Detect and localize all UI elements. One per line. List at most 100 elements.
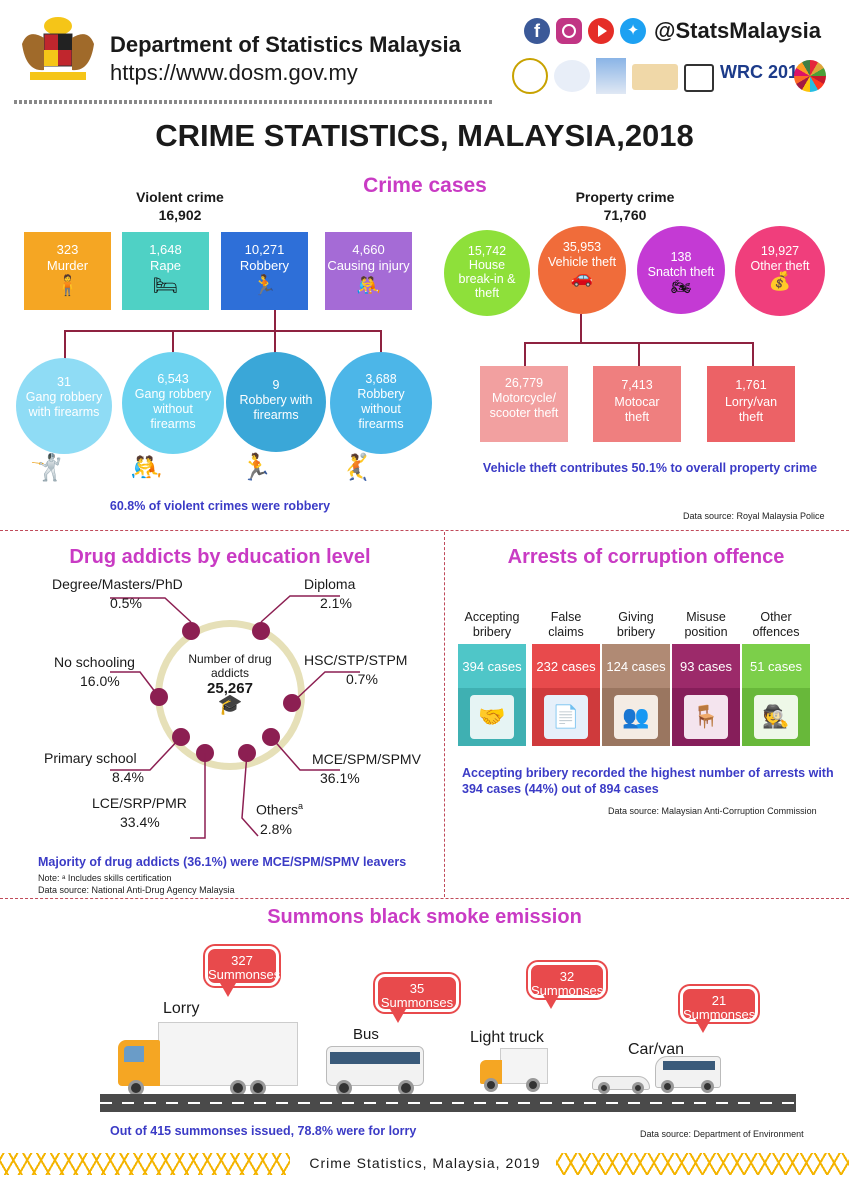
summons-unit: Summonses: [683, 1007, 756, 1022]
robbery-type-label: Gang robbery with firearms: [25, 390, 103, 419]
robbery-type-label: Gang robbery without firearms: [134, 387, 212, 431]
facebook-icon[interactable]: f: [524, 18, 550, 44]
violent-murder-box: 323 Murder 🧍: [24, 232, 111, 310]
robbery-connector-bar: [64, 330, 380, 332]
robbery-type-circle: 6,543 Gang robbery without firearms: [122, 352, 224, 454]
isi-logo: [596, 58, 626, 94]
org-name: Department of Statistics Malaysia: [110, 32, 461, 57]
gang-robbery-icon: 🤺: [30, 452, 65, 482]
road: [100, 1094, 796, 1112]
footer-pattern-right: [556, 1153, 849, 1175]
corruption-label: Misuse position: [684, 610, 728, 639]
corruption-column: Giving bribery 124 cases 👥: [602, 610, 670, 746]
corruption-value: 232 cases: [532, 644, 600, 688]
corruption-value: 93 cases: [672, 644, 740, 688]
drug-source: Data source: National Anti-Drug Agency M…: [38, 885, 235, 895]
edu-level-pct: 8.4%: [112, 769, 144, 785]
crime-cases-heading: Crime cases: [363, 174, 487, 197]
violent-injury-box: 4,660 Causing injury 🤼: [325, 232, 412, 310]
gang-robbery-icon: 🤼: [130, 452, 165, 482]
vehicle-connector-drop-1: [524, 342, 526, 368]
instagram-icon[interactable]: [556, 18, 582, 44]
corruption-source: Data source: Malaysian Anti-Corruption C…: [608, 806, 817, 816]
social-icons: f ✦: [524, 18, 646, 44]
violent-crime-label: Violent crime: [136, 189, 224, 205]
census-logo: [632, 64, 678, 90]
summons-unit: Summonses: [208, 967, 281, 982]
robbery-icon: 🏃: [240, 452, 275, 482]
robbery-figures-icons: 🤺 🤼 🏃 🤾: [30, 452, 410, 492]
robbery-type-value: 6,543: [157, 372, 189, 386]
vehicle-label: Lorry: [163, 1000, 200, 1017]
edu-level-label: Diploma: [304, 576, 356, 592]
org-url[interactable]: https://www.dosm.gov.my: [110, 60, 358, 85]
corruption-icon-area: 🕵: [742, 688, 810, 746]
summons-note: Out of 415 summonses issued, 78.8% were …: [110, 1124, 417, 1138]
corruption-column: Misuse position 93 cases 🪑: [672, 610, 740, 746]
property-value: 138: [670, 250, 692, 264]
anniversary-logo: [512, 58, 548, 94]
social-handle[interactable]: @StatsMalaysia: [654, 18, 821, 43]
violent-rape-box: 1,648 Rape 🛏: [122, 232, 209, 310]
footer-text: Crime Statistics, Malaysia, 2019: [309, 1155, 541, 1171]
corruption-icon-area: 🪑: [672, 688, 740, 746]
corruption-column: Other offences 51 cases 🕵: [742, 610, 810, 746]
edu-level: HSC/STP/STPM 0.7%: [304, 651, 407, 689]
edu-level: Othersa 2.8%: [256, 797, 303, 839]
rape-label: Rape: [149, 258, 182, 273]
edu-level-pct: 33.4%: [120, 814, 160, 830]
robbery-connector-drop-2: [172, 330, 174, 354]
edu-level: Degree/Masters/PhD 0.5%: [52, 575, 183, 613]
property-label: Other theft: [750, 259, 810, 273]
edu-level-label: No schooling: [54, 654, 135, 670]
edu-level-pct: 2.1%: [320, 595, 352, 611]
statistics-day-logo: [554, 60, 590, 92]
edu-level-pct: 2.8%: [260, 820, 292, 837]
edu-level-label: LCE/SRP/PMR: [92, 795, 187, 811]
edu-level: MCE/SPM/SPMV 36.1%: [312, 750, 421, 788]
injury-icon: 🤼: [356, 275, 381, 297]
twitter-icon[interactable]: ✦: [620, 18, 646, 44]
document-icon: 📄: [544, 695, 588, 739]
property-value: 19,927: [760, 244, 800, 258]
violent-note: 60.8% of violent crimes were robbery: [109, 499, 331, 513]
edu-level-sup: a: [298, 801, 304, 811]
vehicle-label: Bus: [353, 1026, 379, 1043]
robbery-type-label: Robbery without firearms: [357, 387, 405, 431]
edu-level-pct: 36.1%: [320, 770, 360, 786]
edu-level-pct: 0.5%: [110, 595, 142, 611]
vehicle-type-value: 1,761: [735, 378, 767, 392]
robbery-connector-drop-3: [274, 330, 276, 354]
youtube-icon[interactable]: [588, 18, 614, 44]
edu-level: Primary school 8.4%: [44, 749, 144, 787]
vehicle-type-box: 26,779 Motorcycle/ scooter theft: [480, 366, 568, 442]
corruption-icon-area: 🤝: [458, 688, 526, 746]
house-logo: [684, 64, 714, 92]
summons-value: 35: [409, 981, 425, 996]
property-value: 15,742: [467, 244, 507, 258]
property-label: House break-in & theft: [458, 258, 516, 300]
property-circle: 35,953 Vehicle theft 🚗: [538, 226, 626, 314]
summons-value: 21: [711, 993, 727, 1008]
corruption-heading: Arrests of corruption offence: [507, 546, 785, 568]
desk-icon: 🪑: [684, 695, 728, 739]
property-crime-total: 71,760: [603, 207, 647, 223]
edu-dot: [252, 622, 270, 640]
edu-dot: [182, 622, 200, 640]
page-title: CRIME STATISTICS, MALAYSIA,2018: [155, 118, 694, 153]
drug-center: Number of drug addicts 25,267 🎓: [180, 652, 280, 715]
vehicle-connector-drop-2: [638, 342, 640, 368]
edu-level: LCE/SRP/PMR 33.4%: [92, 794, 187, 832]
violent-robbery-box: 10,271 Robbery 🏃: [221, 232, 308, 310]
lorry-icon: [118, 1022, 300, 1096]
car-icon: [592, 1070, 652, 1094]
injury-value: 4,660: [352, 242, 385, 257]
vehicle-connector-stem: [580, 314, 582, 342]
drug-note: Majority of drug addicts (36.1%) were MC…: [38, 855, 407, 869]
edu-level: No schooling 16.0%: [54, 653, 135, 691]
corruption-label: False claims: [548, 610, 584, 639]
corruption-label: Accepting bribery: [464, 610, 520, 639]
property-circle: 15,742 House break-in & theft: [444, 230, 530, 316]
summons-value: 327: [231, 953, 253, 968]
drug-center-label: Number of drug addicts: [188, 652, 272, 680]
